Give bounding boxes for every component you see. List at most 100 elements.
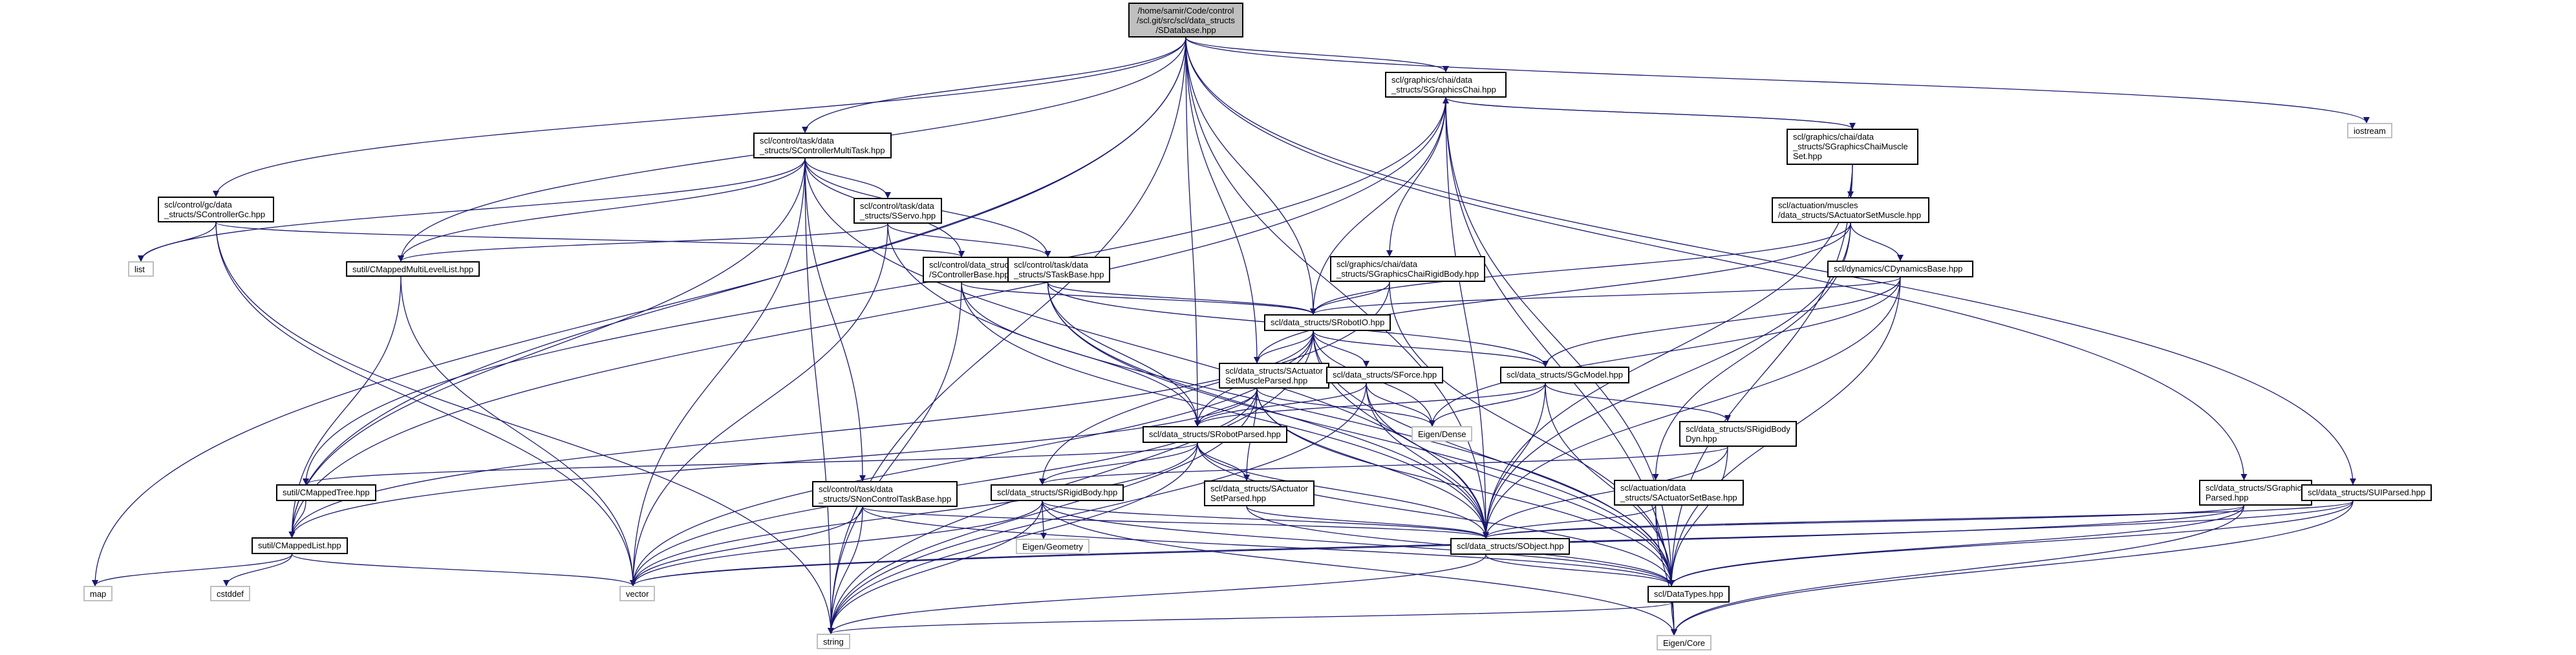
edge-gchai-to-core bbox=[1445, 97, 1677, 636]
graph-node-mtree[interactable]: sutil/CMappedTree.hpp bbox=[276, 484, 376, 501]
graph-node-ctrlbase[interactable]: scl/control/data_structs /SControllerBas… bbox=[923, 257, 1022, 283]
edge-noncontrol-to-vector bbox=[630, 506, 863, 586]
graph-node-noncontrol[interactable]: scl/control/task/data _structs/SNonContr… bbox=[812, 481, 958, 507]
graph-node-robotparsed[interactable]: scl/data_structs/SRobotParsed.hpp bbox=[1143, 426, 1287, 443]
edge-force-to-string bbox=[828, 383, 1367, 634]
edge-robotio-to-string bbox=[828, 330, 1314, 634]
edge-gparsed-to-sobject bbox=[1483, 505, 2245, 539]
edge-actsetbase-to-sobject bbox=[1483, 505, 1657, 539]
edge-multitask-to-mmll bbox=[398, 158, 806, 262]
edge-servo-to-vector bbox=[630, 223, 888, 586]
edge-root-to-robotio bbox=[1185, 37, 1316, 315]
edge-dynbase-to-sobject bbox=[1483, 277, 1901, 539]
graph-node-list: list bbox=[128, 261, 154, 277]
graph-node-gcmodel[interactable]: scl/data_structs/SGcModel.hpp bbox=[1500, 367, 1629, 383]
edge-rigidbody-to-vector bbox=[630, 500, 1043, 586]
graph-node-force[interactable]: scl/data_structs/SForce.hpp bbox=[1326, 367, 1444, 383]
graph-node-sobject[interactable]: scl/data_structs/SObject.hpp bbox=[1450, 538, 1571, 555]
graph-node-geometry: Eigen/Geometry bbox=[1016, 539, 1089, 554]
edge-gc-to-string bbox=[215, 222, 834, 634]
graph-node-actmuscleparsed[interactable]: scl/data_structs/SActuator SetMusclePars… bbox=[1219, 363, 1330, 389]
graph-node-actmuscle[interactable]: scl/actuation/muscles /data_structs/SAct… bbox=[1772, 197, 1929, 223]
edge-robotparsed-to-sobject bbox=[1197, 442, 1489, 539]
edge-gc-to-list bbox=[138, 222, 217, 262]
edge-taskbase-to-robotparsed bbox=[1047, 282, 1201, 427]
graph-node-gchaimuscle[interactable]: scl/graphics/chai/data _structs/SGraphic… bbox=[1787, 129, 1918, 165]
graph-node-gchai[interactable]: scl/graphics/chai/data _structs/SGraphic… bbox=[1385, 72, 1507, 98]
edge-multitask-to-servo bbox=[804, 158, 891, 199]
edge-noncontrol-to-datatypes bbox=[862, 506, 1675, 586]
graph-node-map: map bbox=[83, 586, 113, 601]
graph-node-robotio[interactable]: scl/data_structs/SRobotIO.hpp bbox=[1264, 314, 1391, 331]
graph-node-datatypes[interactable]: scl/DataTypes.hpp bbox=[1648, 586, 1730, 603]
graph-node-gparsed[interactable]: scl/data_structs/SGraphics Parsed.hpp bbox=[2199, 480, 2312, 506]
edge-sobject-to-string bbox=[828, 554, 1487, 634]
edge-root-to-sobject bbox=[1185, 37, 1489, 539]
edge-mmll-to-vector bbox=[400, 276, 636, 586]
edge-rigidbody-to-datatypes bbox=[1042, 500, 1675, 586]
edge-multitask-to-vector bbox=[630, 158, 806, 586]
graph-node-gc[interactable]: scl/control/gc/data _structs/SController… bbox=[158, 197, 274, 222]
graph-node-cstddef: cstddef bbox=[210, 586, 250, 601]
graph-node-servo[interactable]: scl/control/task/data _structs/SServo.hp… bbox=[853, 198, 943, 224]
edge-robotparsed-to-rigidbody bbox=[1039, 442, 1198, 485]
graph-node-root[interactable]: /home/samir/Code/control /scl.git/src/sc… bbox=[1128, 3, 1243, 38]
graph-node-dynbase[interactable]: scl/dynamics/CDynamicsBase.hpp bbox=[1827, 261, 1973, 277]
edge-multitask-to-noncontrol bbox=[804, 158, 866, 482]
edge-actmuscle-to-sobject bbox=[1483, 222, 1851, 539]
edge-force-to-robotparsed bbox=[1194, 383, 1367, 427]
edge-rbdyn-to-rigidbody bbox=[1039, 446, 1728, 485]
edge-actsetparsed-to-sobject bbox=[1246, 506, 1489, 539]
edge-noncontrol-to-sobject bbox=[862, 506, 1489, 539]
edge-gc-to-ctrlbase bbox=[215, 222, 965, 257]
edge-root-to-gchai bbox=[1185, 37, 1449, 72]
edge-uiparsed-to-sobject bbox=[1483, 500, 2354, 539]
graph-node-iostream: iostream bbox=[2347, 123, 2392, 138]
edge-robotio-to-gcmodel bbox=[1313, 330, 1549, 367]
edge-taskbase-to-robotio bbox=[1047, 282, 1316, 315]
edge-root-to-iostream bbox=[1185, 37, 2370, 123]
edge-robotparsed-to-vector bbox=[630, 442, 1198, 586]
edge-ctrlbase-to-sobject bbox=[961, 282, 1489, 539]
graph-node-uiparsed[interactable]: scl/data_structs/SUIParsed.hpp bbox=[2301, 484, 2432, 501]
edge-gc-to-vector bbox=[215, 222, 636, 586]
graph-node-rigidbody[interactable]: scl/data_structs/SRigidBody.hpp bbox=[991, 484, 1124, 501]
edge-datatypes-to-string bbox=[828, 602, 1672, 634]
edge-root-to-mlist bbox=[288, 37, 1186, 538]
edge-robotparsed-to-string bbox=[828, 442, 1198, 634]
edge-noncontrol-to-string bbox=[828, 506, 863, 634]
edge-sobject-to-datatypes bbox=[1485, 554, 1675, 586]
graph-node-multitask[interactable]: scl/control/task/data _structs/SControll… bbox=[753, 133, 892, 158]
edge-actmuscle-to-dynbase bbox=[1850, 222, 1904, 261]
edge-actmuscleparsed-to-string bbox=[828, 388, 1258, 634]
edge-servo-to-taskbase bbox=[887, 223, 1051, 257]
edge-servo-to-mmll bbox=[398, 223, 888, 262]
edge-root-to-actmuscleparsed bbox=[1185, 37, 1260, 363]
edge-gchaimuscle-to-datatypes bbox=[1668, 164, 1853, 586]
edge-rbdyn-to-datatypes bbox=[1668, 446, 1728, 586]
edge-mlist-to-vector bbox=[291, 553, 636, 586]
edge-force-to-dense bbox=[1366, 383, 1435, 427]
graph-node-actsetparsed[interactable]: scl/data_structs/SActuator SetParsed.hpp bbox=[1204, 480, 1315, 506]
graph-node-taskbase[interactable]: scl/control/task/data _structs/STaskBase… bbox=[1007, 257, 1111, 283]
graph-node-vector: vector bbox=[619, 586, 656, 601]
edge-root-to-uiparsed bbox=[1185, 37, 2356, 485]
edge-gchai-to-robotio bbox=[1310, 97, 1446, 315]
graph-node-rbdyn[interactable]: scl/data_structs/SRigidBody Dyn.hpp bbox=[1679, 421, 1797, 447]
edge-actmuscleparsed-to-dense bbox=[1256, 388, 1435, 427]
edge-root-to-gparsed bbox=[1185, 37, 2248, 480]
edge-ctrlbase-to-robotparsed bbox=[961, 282, 1201, 427]
edge-datatypes-to-core bbox=[1670, 602, 1677, 636]
edge-dynbase-to-robotio bbox=[1310, 277, 1901, 315]
graph-node-gchairb[interactable]: scl/graphics/chai/data _structs/SGraphic… bbox=[1330, 256, 1486, 282]
graph-node-mlist[interactable]: sutil/CMappedList.hpp bbox=[252, 537, 348, 554]
graph-node-actsetbase[interactable]: scl/actuation/data _structs/SActuatorSet… bbox=[1614, 480, 1744, 506]
edge-dynbase-to-dense bbox=[1429, 277, 1901, 427]
edge-gchai-to-mlist bbox=[288, 97, 1446, 538]
edge-root-to-string bbox=[828, 37, 1186, 634]
edge-gchairb-to-datatypes bbox=[1389, 281, 1675, 586]
edge-ctrlbase-to-robotio bbox=[961, 282, 1316, 315]
edge-gchairb-to-robotio bbox=[1310, 281, 1390, 315]
edge-gchai-to-gchairb bbox=[1386, 97, 1446, 257]
graph-node-mmll[interactable]: sutil/CMappedMultiLevelList.hpp bbox=[346, 261, 480, 277]
